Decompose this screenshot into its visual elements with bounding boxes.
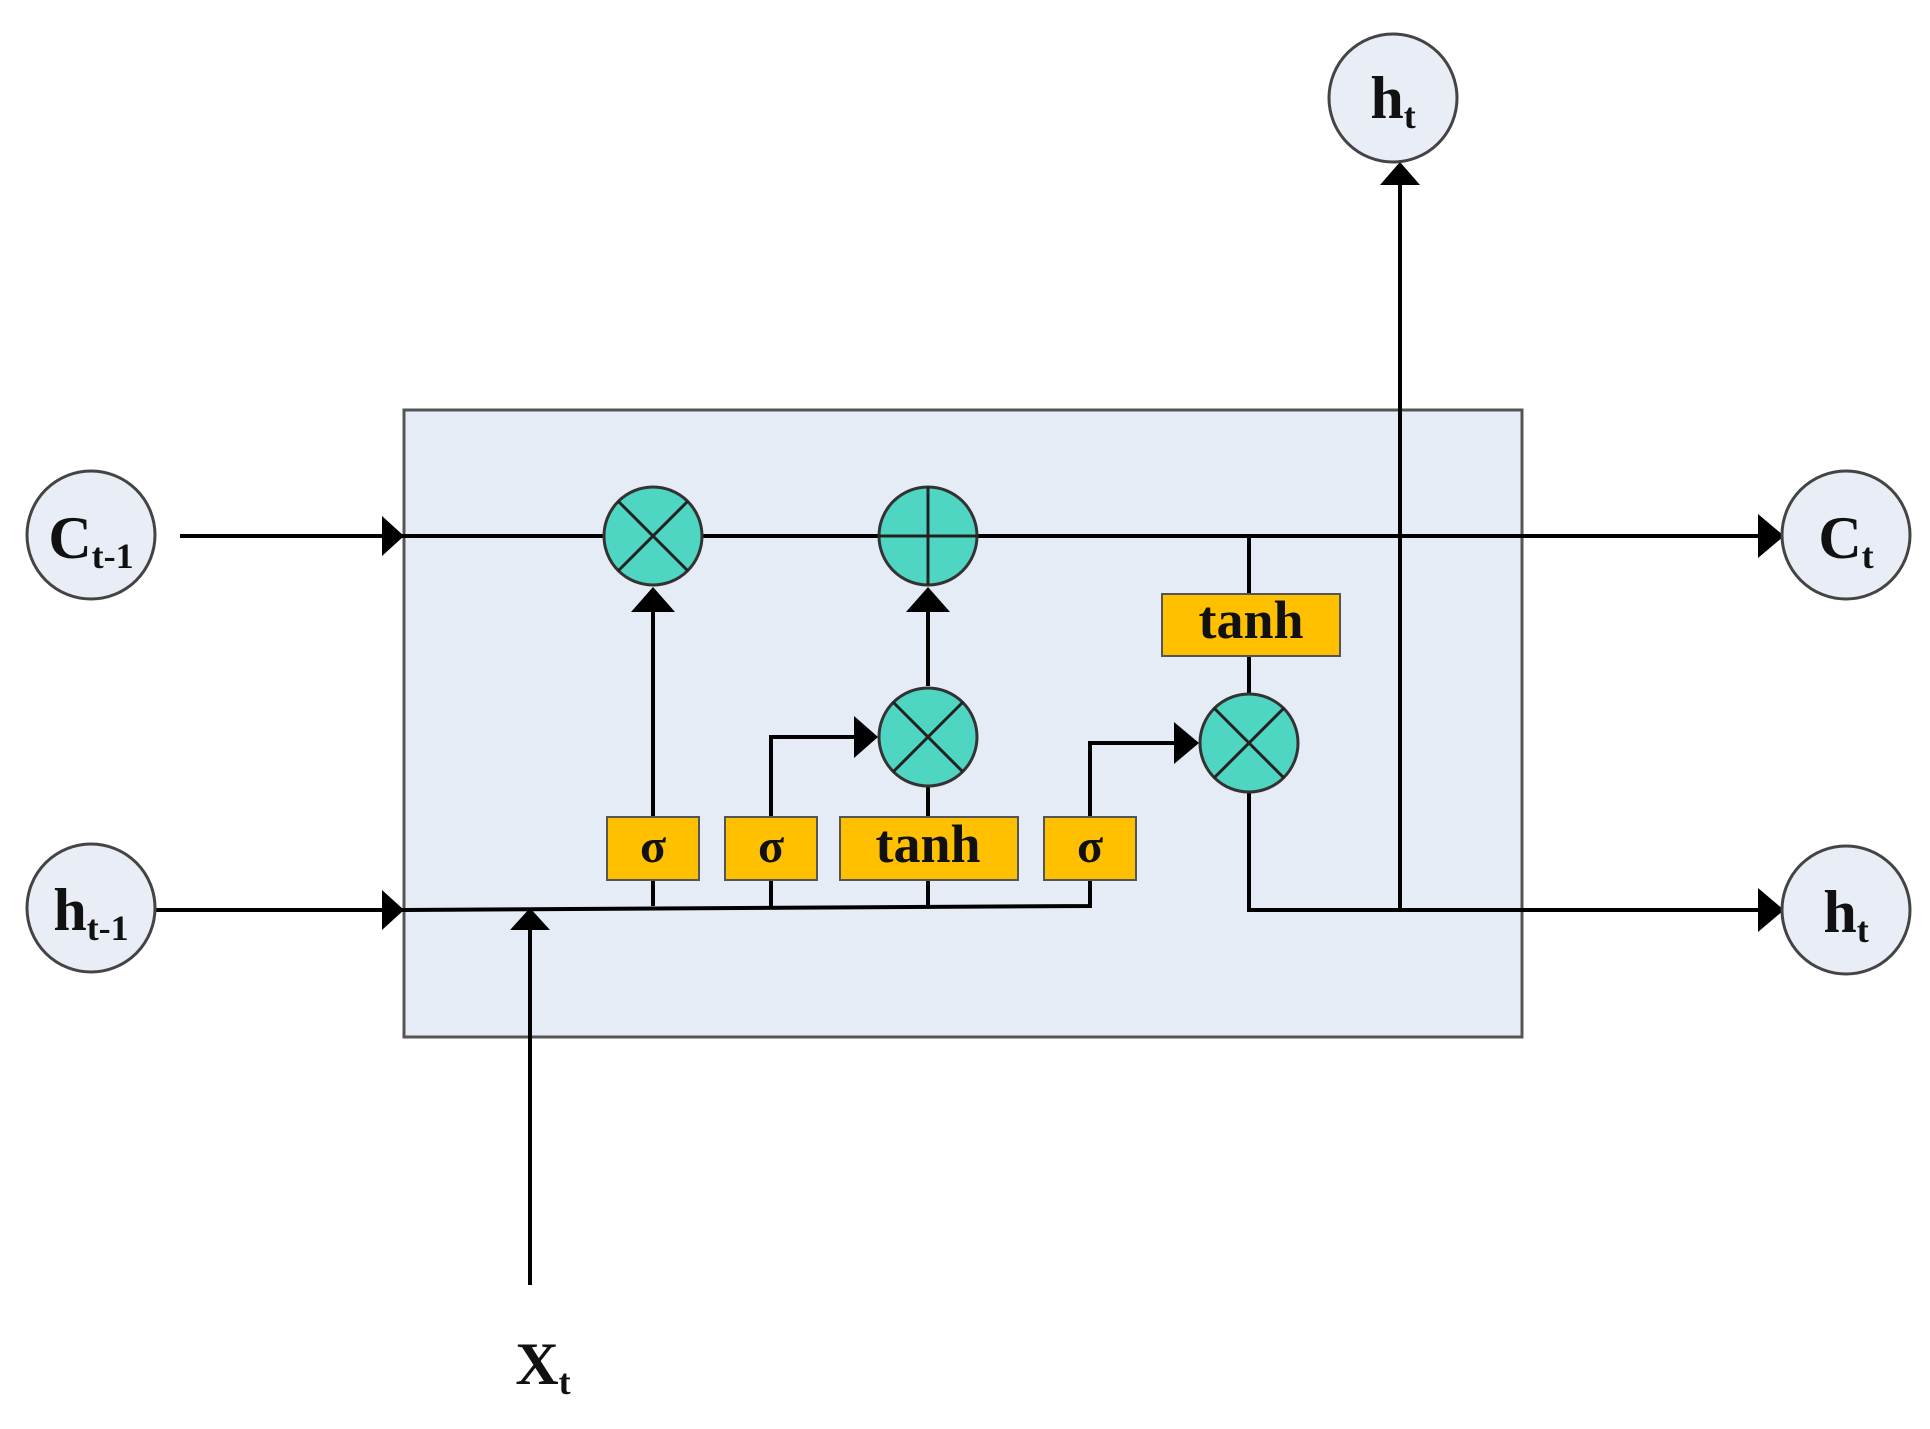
h-out-right-sub-label: t xyxy=(1857,910,1869,950)
c-prev-main-label: C xyxy=(48,505,91,571)
svg-text:Ct-1: Ct-1 xyxy=(48,505,133,576)
forget-sigma-gate: σ xyxy=(606,816,700,881)
output-sigma-gate: σ xyxy=(1043,816,1137,881)
input-multiply-operator xyxy=(877,686,979,788)
c-out-node: Ct xyxy=(1780,469,1912,601)
forget-sigma-label: σ xyxy=(640,820,666,873)
c-prev-node: Ct-1 xyxy=(25,469,157,601)
candidate-tanh-label: tanh xyxy=(875,814,980,874)
svg-text:ht-1: ht-1 xyxy=(53,877,128,948)
cell-tanh-label: tanh xyxy=(1198,590,1303,650)
svg-text:Ct: Ct xyxy=(1818,505,1873,576)
input-sigma-gate: σ xyxy=(724,816,818,881)
x-input-label: Xt xyxy=(515,1331,570,1402)
x-input-main-label: X xyxy=(515,1331,558,1397)
h-out-top-sub-label: t xyxy=(1404,96,1416,136)
h-prev-main-label: h xyxy=(53,877,86,943)
forget-multiply-operator xyxy=(602,485,704,587)
output-sigma-label: σ xyxy=(1077,820,1103,873)
cell-tanh-gate: tanh xyxy=(1161,590,1341,657)
h-out-right-node: ht xyxy=(1780,844,1912,976)
output-multiply-operator xyxy=(1198,692,1300,794)
connection-wires xyxy=(150,185,1780,1285)
h-out-top-node: ht xyxy=(1327,32,1459,164)
h-out-top-main-label: h xyxy=(1370,65,1403,131)
c-out-main-label: C xyxy=(1818,505,1861,571)
input-sigma-label: σ xyxy=(758,820,784,873)
arrowheads xyxy=(382,162,1784,932)
candidate-tanh-gate: tanh xyxy=(839,814,1019,881)
svg-text:ht: ht xyxy=(1370,65,1415,136)
h-prev-node: ht-1 xyxy=(25,842,157,974)
h-out-right-main-label: h xyxy=(1823,879,1856,945)
c-out-sub-label: t xyxy=(1862,536,1874,576)
c-prev-sub-label: t-1 xyxy=(92,536,134,576)
svg-text:ht: ht xyxy=(1823,879,1868,950)
x-input-sub-label: t xyxy=(559,1362,571,1402)
cell-add-operator xyxy=(877,485,979,587)
h-prev-sub-label: t-1 xyxy=(87,908,129,948)
